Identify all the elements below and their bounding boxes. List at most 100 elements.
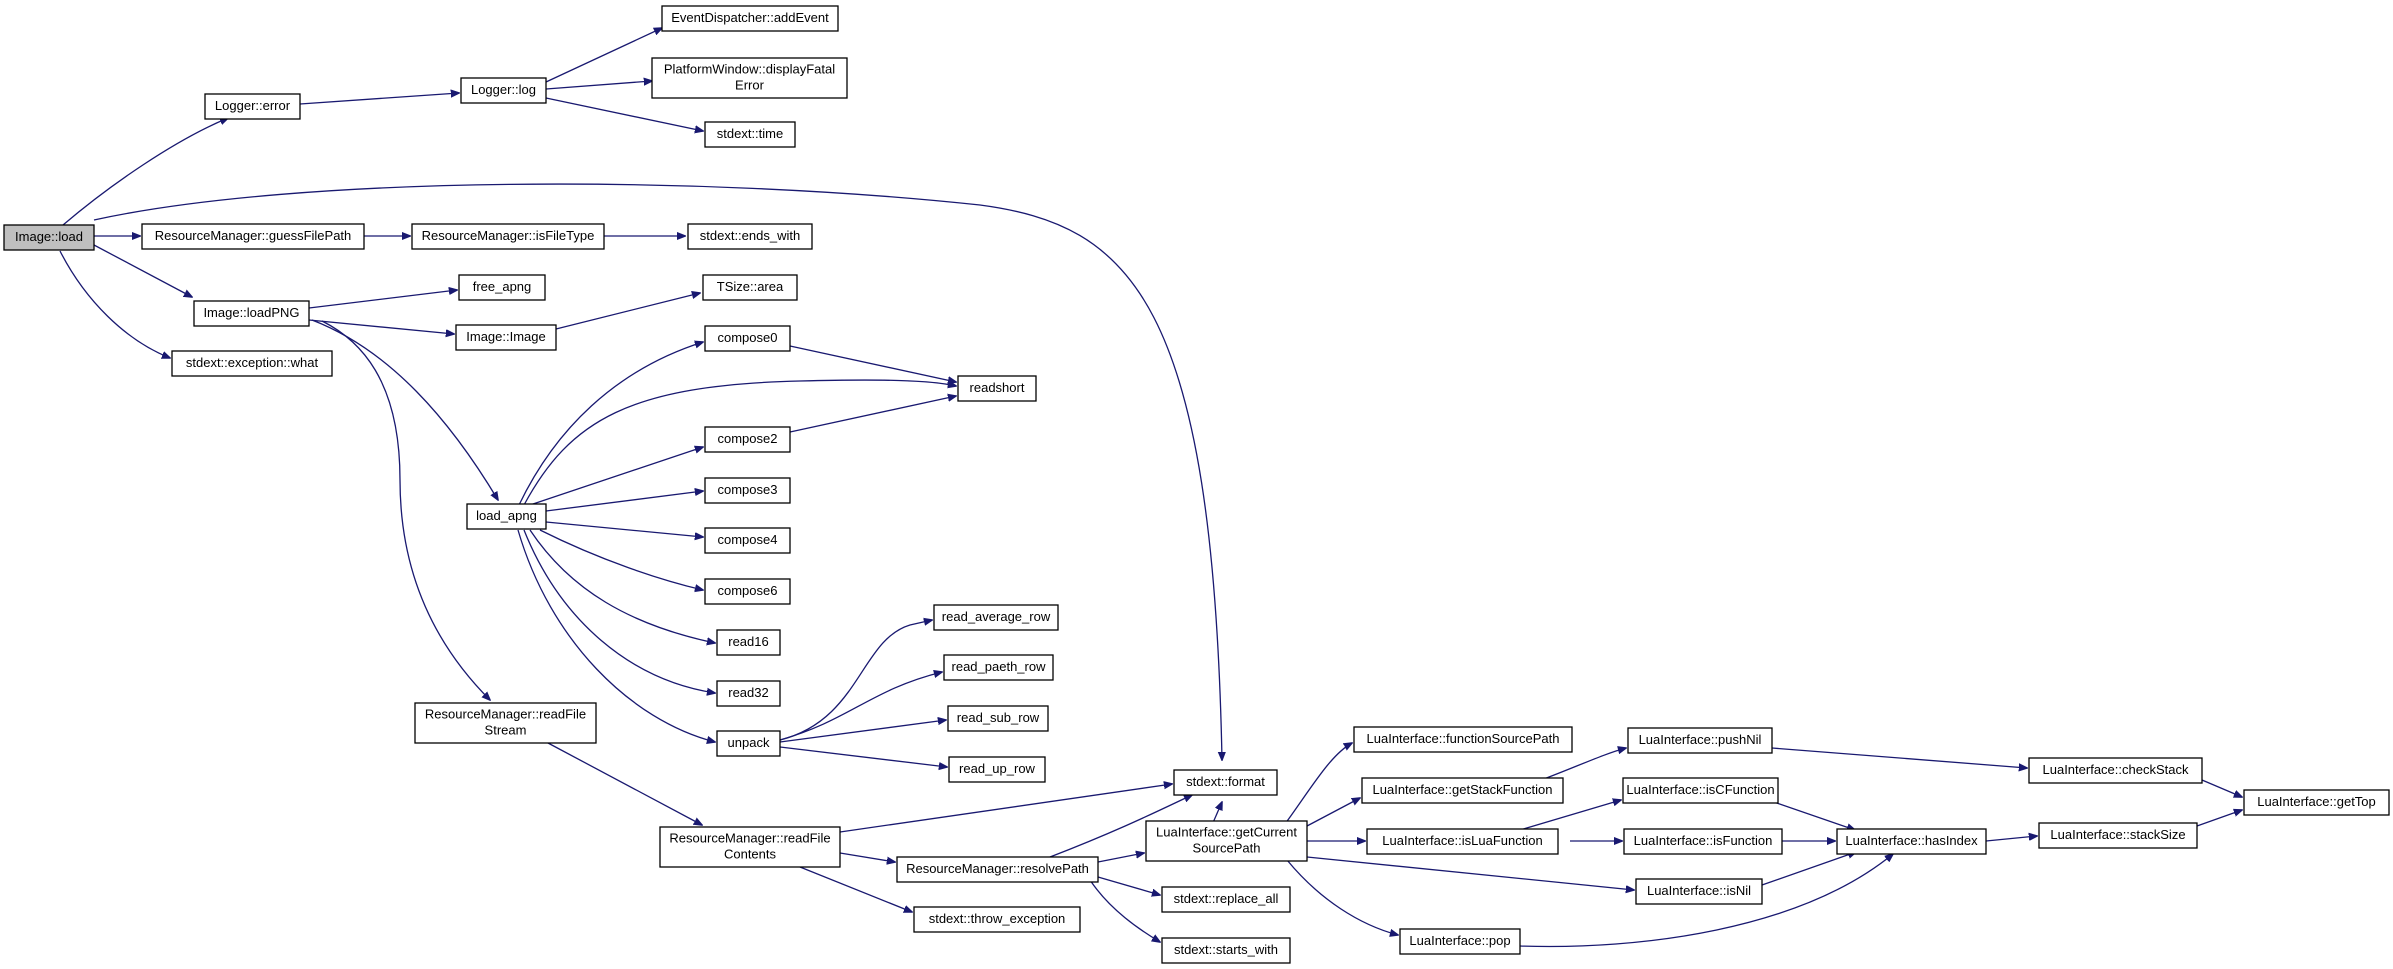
edge-loadpng-to-freeapng (308, 290, 457, 309)
node-label-line2: Error (735, 77, 765, 92)
node-logger-error[interactable]: Logger::error (204, 93, 301, 120)
node-stack-size[interactable]: LuaInterface::stackSize (2038, 822, 2198, 849)
node-stdext-format[interactable]: stdext::format (1173, 769, 1278, 796)
node-label: LuaInterface::getStackFunction (1373, 782, 1553, 797)
node-get-current-source-path[interactable]: LuaInterface::getCurrent SourcePath (1145, 820, 1308, 862)
node-guess-file-path[interactable]: ResourceManager::guessFilePath (141, 223, 365, 250)
node-free-apng[interactable]: free_apng (458, 274, 546, 301)
node-is-function[interactable]: LuaInterface::isFunction (1623, 828, 1783, 855)
node-tsize-area[interactable]: TSize::area (702, 274, 798, 301)
node-label: compose2 (718, 431, 778, 446)
edge-getsourcepath-to-isnil (1306, 856, 1634, 890)
node-starts-with[interactable]: stdext::starts_with (1161, 937, 1291, 964)
edge-loadpng-to-readfilestream (321, 320, 490, 700)
node-label: LuaInterface::isNil (1647, 883, 1751, 898)
node-has-index[interactable]: LuaInterface::hasIndex (1836, 828, 1987, 855)
node-check-stack[interactable]: LuaInterface::checkStack (2028, 757, 2203, 784)
node-throw-exception[interactable]: stdext::throw_exception (913, 906, 1081, 933)
edge-getsourcepath-to-getstackfunction (1306, 798, 1360, 827)
node-label: compose4 (718, 532, 778, 547)
node-read32[interactable]: read32 (716, 680, 781, 707)
node-unpack[interactable]: unpack (716, 730, 781, 757)
node-get-top[interactable]: LuaInterface::getTop (2243, 789, 2390, 816)
edge-resolvepath-to-format (1049, 795, 1192, 858)
node-label: read_average_row (942, 609, 1051, 624)
node-label: LuaInterface::pop (1409, 933, 1510, 948)
node-image-load[interactable]: Image::load (3, 224, 95, 251)
node-replace-all[interactable]: stdext::replace_all (1161, 886, 1291, 913)
node-lua-pop[interactable]: LuaInterface::pop (1399, 928, 1521, 955)
node-label-line2: Contents (724, 846, 777, 861)
node-label: Logger::error (215, 98, 291, 113)
edge-resolvepath-to-getsourcepath (1097, 853, 1144, 863)
node-label-line1: LuaInterface::getCurrent (1156, 824, 1297, 839)
edge-compose2-to-readshort (789, 396, 956, 433)
node-exception-what[interactable]: stdext::exception::what (171, 350, 333, 377)
node-readshort[interactable]: readshort (957, 375, 1037, 402)
node-push-nil[interactable]: LuaInterface::pushNil (1627, 727, 1773, 754)
node-label: compose3 (718, 482, 778, 497)
node-label: read_sub_row (957, 710, 1040, 725)
node-label: Image::Image (466, 329, 546, 344)
node-display-fatal-error[interactable]: PlatformWindow::displayFatal Error (651, 57, 848, 99)
node-is-c-function[interactable]: LuaInterface::isCFunction (1622, 777, 1779, 804)
node-label: ResourceManager::resolvePath (906, 861, 1089, 876)
node-event-add[interactable]: EventDispatcher::addEvent (661, 5, 839, 32)
node-label: TSize::area (717, 279, 784, 294)
edge-log-to-time (545, 97, 703, 131)
node-label: unpack (728, 735, 770, 750)
edge-imagector-to-tsizearea (555, 293, 700, 330)
node-label-line1: ResourceManager::readFile (425, 706, 586, 721)
node-label: stdext::time (717, 126, 783, 141)
node-get-stack-function[interactable]: LuaInterface::getStackFunction (1361, 777, 1564, 804)
node-label: LuaInterface::isCFunction (1626, 782, 1774, 797)
edge-readfilecontents-to-format (839, 784, 1172, 833)
node-logger-log[interactable]: Logger::log (460, 77, 547, 104)
node-label: compose6 (718, 583, 778, 598)
edge-loadapng-to-readshort (523, 379, 956, 506)
node-read-up-row[interactable]: read_up_row (948, 756, 1046, 783)
edge-getsourcepath-to-pop (1286, 859, 1398, 935)
edge-loadpng-to-imagector (308, 319, 454, 334)
node-read-file-stream[interactable]: ResourceManager::readFile Stream (414, 702, 597, 744)
node-is-file-type[interactable]: ResourceManager::isFileType (411, 223, 605, 250)
node-label: readshort (970, 380, 1025, 395)
node-label: stdext::exception::what (186, 355, 319, 370)
node-label: LuaInterface::pushNil (1639, 732, 1762, 747)
node-image-ctor[interactable]: Image::Image (455, 324, 557, 351)
node-ends-with[interactable]: stdext::ends_with (687, 223, 813, 250)
edge-pushnil-to-checkstack (1771, 747, 2027, 768)
edge-log-to-addevent (545, 28, 662, 83)
node-function-source-path[interactable]: LuaInterface::functionSourcePath (1353, 726, 1573, 753)
node-label: stdext::replace_all (1174, 891, 1279, 906)
node-load-apng[interactable]: load_apng (466, 503, 547, 530)
node-compose2[interactable]: compose2 (704, 426, 791, 453)
edge-loadapng-to-compose0 (518, 342, 703, 506)
node-label: read_paeth_row (952, 659, 1047, 674)
node-is-nil[interactable]: LuaInterface::isNil (1635, 878, 1763, 905)
edge-readfilecontents-to-resolvepath (839, 852, 895, 862)
node-read-file-contents[interactable]: ResourceManager::readFile Contents (659, 826, 841, 868)
node-stdext-time[interactable]: stdext::time (704, 121, 796, 148)
node-label-line1: PlatformWindow::displayFatal (664, 61, 835, 76)
node-resolve-path[interactable]: ResourceManager::resolvePath (896, 856, 1099, 883)
edge-readfilecontents-to-throw (799, 866, 912, 912)
edge-loadapng-to-compose2 (529, 447, 703, 506)
node-compose3[interactable]: compose3 (704, 477, 791, 504)
node-read-sub-row[interactable]: read_sub_row (947, 705, 1049, 732)
node-label: read_up_row (959, 761, 1035, 776)
node-compose0[interactable]: compose0 (704, 325, 791, 352)
node-compose6[interactable]: compose6 (704, 578, 791, 605)
edge-loadapng-to-compose3 (545, 491, 703, 512)
node-is-lua-function[interactable]: LuaInterface::isLuaFunction (1366, 828, 1559, 855)
node-label: LuaInterface::checkStack (2043, 762, 2189, 777)
node-label: stdext::starts_with (1174, 942, 1278, 957)
node-label-line2: Stream (485, 722, 527, 737)
node-read-average-row[interactable]: read_average_row (933, 604, 1059, 631)
node-load-png[interactable]: Image::loadPNG (193, 300, 310, 327)
node-read-paeth-row[interactable]: read_paeth_row (943, 654, 1054, 681)
node-compose4[interactable]: compose4 (704, 527, 791, 554)
node-read16[interactable]: read16 (716, 629, 781, 656)
node-label: ResourceManager::isFileType (422, 228, 595, 243)
node-label: LuaInterface::getTop (2257, 794, 2376, 809)
